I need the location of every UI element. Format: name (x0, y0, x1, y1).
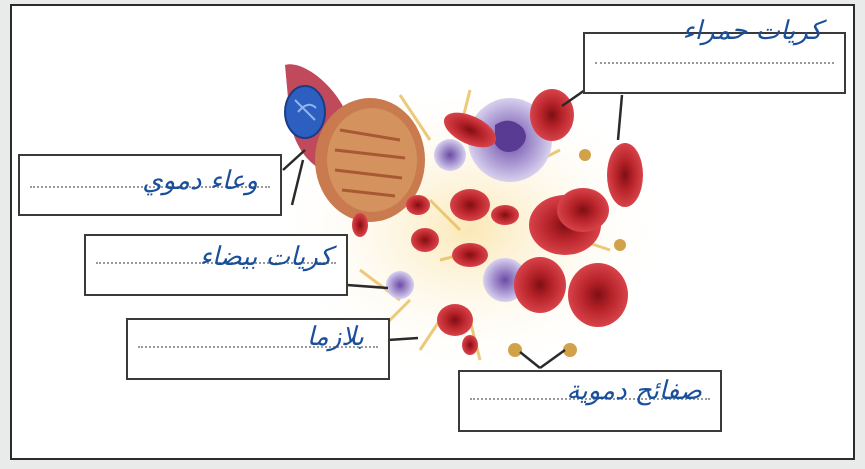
answer-plasma: بلازما (307, 322, 364, 352)
answer-red-cells: كريات حمراء (682, 16, 822, 46)
label-box-plasma[interactable]: بلازما (126, 318, 390, 380)
label-box-red-cells[interactable]: كريات حمراء (583, 32, 846, 94)
answer-platelets: صفائح دموية (566, 376, 702, 406)
answer-blood-vessel: وعاء دموي (142, 166, 258, 196)
label-box-platelets[interactable]: صفائح دموية (458, 370, 722, 432)
label-box-blood-vessel[interactable]: وعاء دموي (18, 154, 282, 216)
answer-white-cells: كريات بيضاء (200, 242, 332, 272)
dotted-line (595, 62, 834, 64)
label-box-white-cells[interactable]: كريات بيضاء (84, 234, 348, 296)
